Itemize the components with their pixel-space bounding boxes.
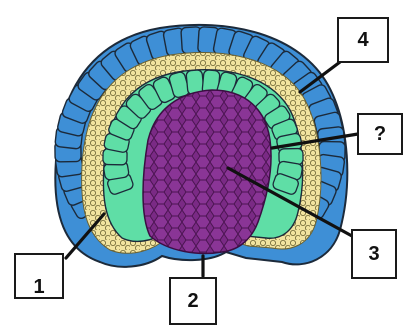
label-2: 2: [170, 278, 216, 324]
label-1: 1: [15, 254, 63, 298]
core-cell-mass: [143, 90, 271, 253]
label-4: 4: [338, 18, 388, 62]
label-unknown: ?: [358, 114, 402, 154]
svg-text:1: 1: [33, 276, 44, 298]
svg-text:3: 3: [368, 243, 379, 265]
svg-text:2: 2: [187, 290, 198, 312]
label-3: 3: [352, 230, 396, 278]
svg-text:4: 4: [357, 29, 369, 51]
svg-text:?: ?: [374, 123, 386, 145]
